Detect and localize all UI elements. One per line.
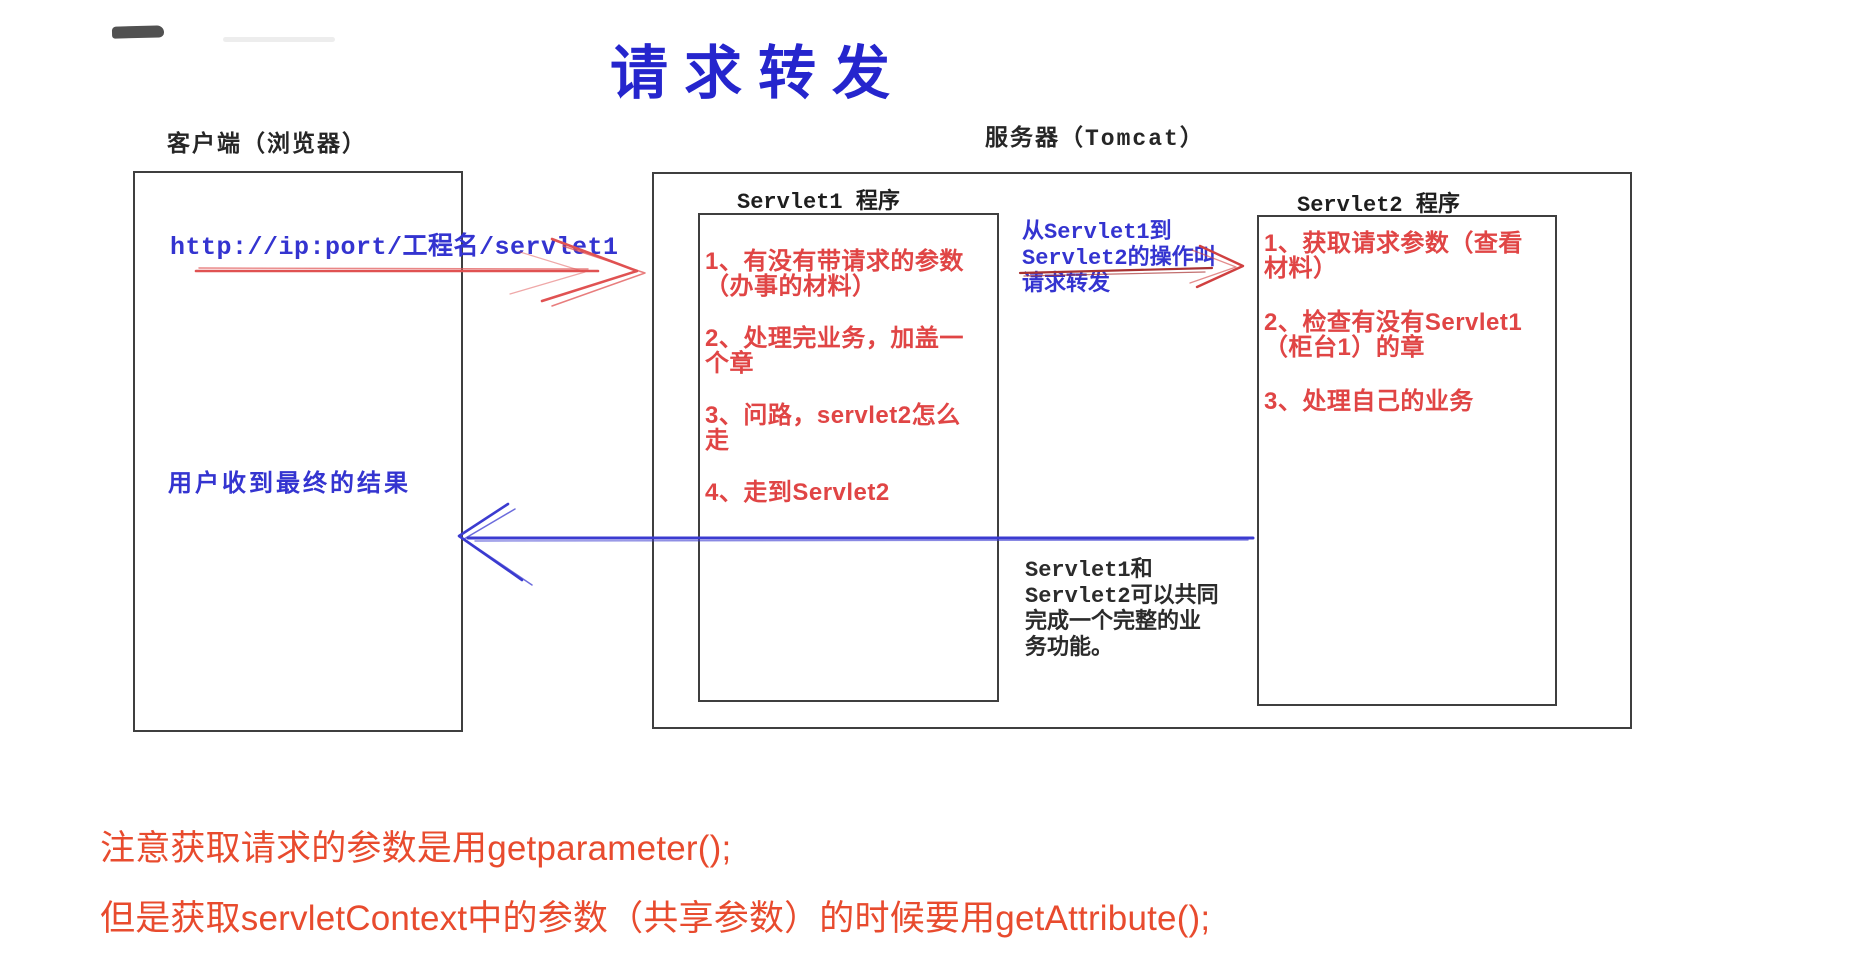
servlet1-step-4: 4、走到Servlet2 [705, 479, 890, 506]
servlet1-step-3: 3、问路，servlet2怎么 走 [705, 402, 961, 454]
client-result-text: 用户收到最终的结果 [168, 470, 411, 497]
servlet1-label: Servlet1 程序 [737, 190, 900, 215]
faint-streak [223, 37, 335, 42]
forward-note: 从Servlet1到 Servlet2的操作叫 请求转发 [1022, 220, 1216, 297]
servlet1-step-2: 2、处理完业务，加盖一 个章 [705, 325, 964, 377]
servlet2-step-1: 1、获取请求参数（查看 材料） [1264, 230, 1523, 282]
servlet2-label: Servlet2 程序 [1297, 193, 1460, 218]
server-section-label: 服务器（Tomcat） [985, 126, 1205, 152]
page-title: 请求转发 [609, 39, 906, 107]
servlet2-steps: 1、获取请求参数（查看 材料） 2、检查有没有Servlet1 （柜台1）的章 … [1264, 231, 1544, 443]
client-box [133, 171, 463, 732]
request-url-text: http://ip:port/工程名/servlet1 [170, 233, 619, 262]
servlet2-step-2: 2、检查有没有Servlet1 （柜台1）的章 [1264, 309, 1523, 361]
client-section-label: 客户端（浏览器） [167, 130, 367, 156]
server-tomcat-box [652, 172, 1632, 729]
ink-smudge [111, 25, 165, 39]
servlet1-step-1: 1、有没有带请求的参数 （办事的材料） [705, 248, 964, 300]
cooperation-note: Servlet1和 Servlet2可以共同 完成一个完整的业 务功能。 [1025, 558, 1219, 661]
servlet1-steps: 1、有没有带请求的参数 （办事的材料） 2、处理完业务，加盖一 个章 3、问路，… [705, 249, 985, 532]
footer-note-getparameter: 注意获取请求的参数是用getparameter(); [100, 829, 732, 868]
footer-note-getattribute: 但是获取servletContext中的参数（共享参数）的时候要用getAttr… [100, 899, 1211, 938]
servlet2-box [1257, 215, 1557, 706]
servlet1-box [698, 213, 999, 702]
servlet2-step-3: 3、处理自己的业务 [1264, 388, 1474, 415]
